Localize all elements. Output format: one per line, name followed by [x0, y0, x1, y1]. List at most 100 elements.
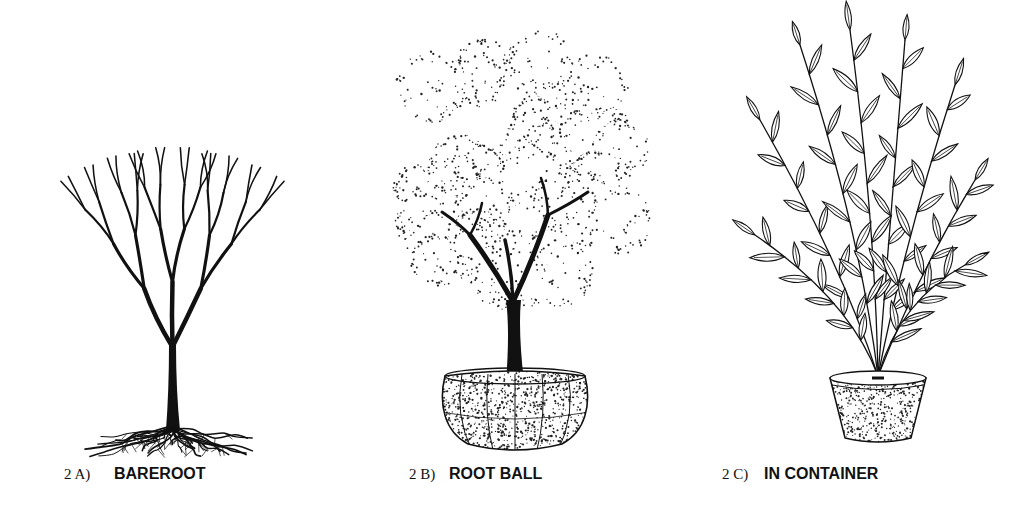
foliage-dot [457, 107, 458, 108]
foliage-dot [412, 191, 414, 193]
foliage-dot [603, 111, 604, 112]
foliage-dot [517, 140, 518, 141]
foliage-dot [468, 43, 470, 45]
foliage-dot [572, 63, 574, 65]
foliage-dot [506, 59, 508, 61]
branch [160, 185, 161, 230]
foliage-dot [511, 67, 513, 69]
foliage-dot [599, 175, 600, 176]
foliage-dot [525, 139, 527, 141]
foliage-dot [574, 84, 576, 86]
branch [184, 188, 200, 230]
foliage-dot [525, 41, 527, 43]
foliage-dot [484, 168, 486, 170]
foliage-dot [518, 71, 520, 73]
foliage-dot [515, 108, 517, 110]
foliage-dot [618, 148, 620, 150]
foliage-dot [432, 53, 434, 55]
foliage-dot [523, 146, 525, 148]
foliage-dot [400, 95, 401, 96]
foliage-dot [503, 76, 504, 77]
foliage-dot [502, 84, 504, 86]
foliage-dot [440, 145, 441, 146]
foliage-dot [628, 126, 629, 127]
foliage-dot [516, 162, 518, 164]
foliage-dot [527, 58, 528, 59]
foliage-dot [532, 79, 534, 81]
foliage-dot [460, 57, 462, 59]
foliage-dot [479, 145, 481, 147]
foliage-dot [547, 108, 549, 110]
foliage-dot [552, 87, 554, 89]
foliage-dot [569, 59, 571, 61]
foliage-dot [579, 110, 581, 112]
foliage-dot [565, 135, 567, 137]
foliage-dot [517, 87, 519, 89]
foliage-dot [483, 145, 485, 147]
foliage-dot [399, 79, 400, 80]
foliage-dot [472, 163, 474, 165]
branch [99, 202, 114, 244]
foliage-dot [523, 84, 525, 86]
foliage-dot [485, 81, 486, 82]
foliage-dot [561, 58, 563, 60]
foliage-dot [579, 58, 581, 60]
foliage-dot [486, 195, 487, 196]
foliage-dot [628, 166, 630, 168]
foliage-dot [454, 155, 456, 157]
branch [160, 148, 164, 185]
foliage-dot [452, 185, 454, 187]
branch [172, 282, 173, 347]
foliage-dot [487, 164, 488, 165]
foliage-dot [488, 61, 490, 63]
foliage-dot [417, 164, 419, 166]
foliage-dot [598, 131, 600, 133]
foliage-dot [606, 109, 608, 111]
foliage-dot [458, 166, 460, 168]
foliage-dot [614, 124, 616, 126]
foliage-dot [549, 128, 550, 129]
foliage-dot [636, 146, 638, 148]
foliage-dot [456, 180, 458, 182]
foliage-dot [498, 45, 500, 47]
foliage-dot [471, 73, 473, 75]
foliage-dot [437, 106, 438, 107]
foliage-dot [567, 118, 568, 119]
foliage-dot [554, 86, 556, 88]
branch [185, 148, 190, 185]
foliage-dot [460, 177, 462, 179]
foliage-dot [533, 206, 535, 208]
foliage-dot [578, 157, 580, 159]
foliage-dot [500, 163, 501, 164]
foliage-dot [521, 83, 523, 85]
foliage-dot [429, 119, 431, 121]
foliage-dot [483, 181, 485, 183]
branch [208, 190, 210, 235]
foliage-dot [614, 121, 616, 123]
foliage-dot [468, 99, 470, 101]
foliage-dot [643, 154, 645, 156]
foliage-dot [495, 209, 497, 211]
foliage-dot [462, 98, 464, 100]
foliage-dot [566, 56, 568, 58]
foliage-dot [580, 121, 581, 122]
foliage-dot [455, 167, 457, 169]
foliage-dot [561, 60, 563, 62]
foliage-dot [588, 120, 589, 121]
foliage-dot [522, 103, 524, 105]
foliage-dot [496, 155, 498, 157]
foliage-dot [538, 199, 540, 201]
foliage-dot [473, 148, 474, 149]
foliage-dot [618, 179, 620, 181]
foliage-dot [407, 89, 409, 91]
foliage-dot [447, 137, 449, 139]
foliage-dot [543, 83, 545, 85]
foliage-dot [472, 85, 474, 87]
foliage-dot [560, 76, 561, 77]
foliage-dot [544, 118, 546, 120]
foliage-dot [459, 63, 461, 65]
foliage-dot [473, 166, 475, 168]
foliage-dot [485, 152, 487, 154]
foliage-dot [442, 116, 444, 118]
foliage-dot [489, 208, 491, 210]
